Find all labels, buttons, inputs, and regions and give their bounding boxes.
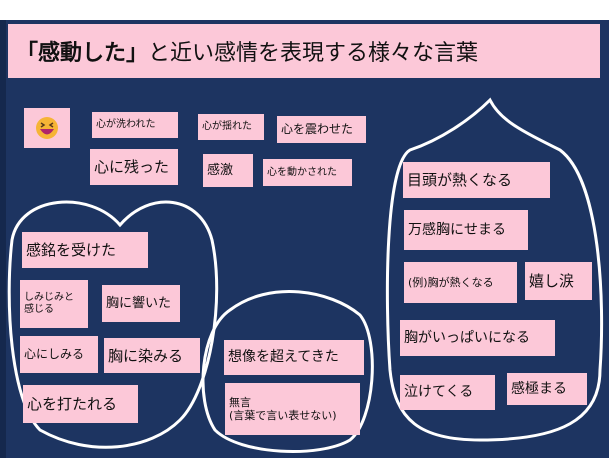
word-text: 心にしみる [24,347,85,362]
word-text: しみじみと [24,292,74,303]
word-text: 心に残った [94,158,170,176]
emoji-card [24,108,70,148]
word-card: 嬉し涙 [525,262,592,300]
word-text: (言葉で言い表せない) [229,409,337,422]
title-rest: と近い感情を表現する様々な言葉 [148,41,479,66]
word-card: 目頭が熱くなる [403,162,550,198]
word-card: 無言(言葉で言い表せない) [225,383,360,435]
word-card: 心にしみる [20,336,98,373]
outline-right-drop [385,97,604,442]
word-text: 感じる [24,304,54,315]
word-text: 心を震わせた [281,122,354,137]
word-card: 心を打たれる [23,385,138,423]
word-text: 泣けてくる [404,384,474,401]
word-text: 胸がいっぱいになる [404,329,530,346]
word-text: 目頭が熱くなる [407,171,513,189]
word-text: 胸に染みる [108,346,184,365]
word-text: 想像を超えてきた [228,349,339,366]
word-text: 心が揺れた [202,121,252,132]
word-text: 無言 [229,395,251,409]
word-text: (例)胸が熱くなる [408,275,494,289]
word-text: 感激 [207,162,234,178]
word-card: 想像を超えてきた [224,340,364,375]
top-band [0,0,609,20]
word-card: 心が洗われた [92,112,178,138]
word-text: 心を動かされた [267,166,337,178]
word-text: 感極まる [511,380,567,397]
word-card: 感激 [203,154,253,187]
word-card: 胸に染みる [104,338,200,373]
word-card: 感銘を受けた [22,232,148,268]
word-card: 万感胸にせまる [404,210,528,250]
page-title: 「感動した」と近い感情を表現する様々な言葉 [8,24,600,78]
title-quoted: 「感動した」 [16,41,149,66]
word-text: 感銘を受けた [26,241,117,259]
word-text: 胸に響いた [106,295,172,311]
grinning-squinting-face-icon [36,117,58,139]
word-text: 嬉し涙 [529,272,575,290]
word-card: しみじみと感じる [20,280,88,328]
word-card: 胸がいっぱいになる [400,320,555,356]
word-card: 心を震わせた [277,116,366,143]
word-text: 万感胸にせまる [408,221,506,238]
word-card: 心が揺れた [198,114,264,140]
outline-left-heart [7,200,219,449]
left-edge [0,20,6,458]
word-card: (例)胸が熱くなる [404,262,517,303]
word-card: 感極まる [507,373,587,405]
word-text: 心を打たれる [27,395,118,413]
word-card: 胸に響いた [102,285,180,322]
word-text: 心が洗われた [96,119,156,130]
word-card: 泣けてくる [400,375,495,410]
outline-middle [201,290,374,453]
word-card: 心を動かされた [263,159,352,186]
word-card: 心に残った [90,149,178,185]
